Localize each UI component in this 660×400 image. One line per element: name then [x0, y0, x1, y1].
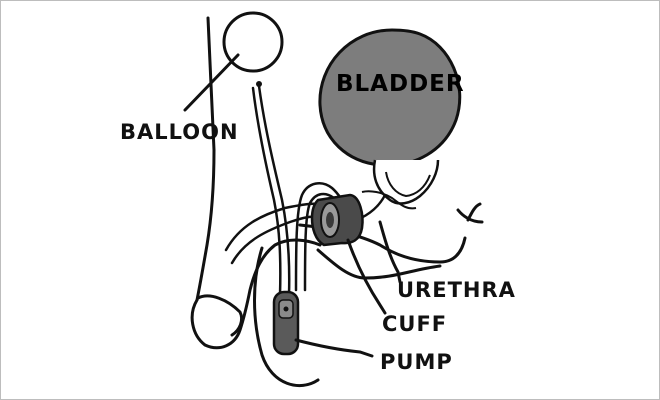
balloon-reservoir	[224, 13, 282, 87]
pump-leader	[296, 340, 372, 356]
balloon-tube-outer	[259, 86, 289, 295]
label-cuff: CUFF	[382, 312, 447, 336]
label-urethra: URETHRA	[397, 278, 516, 302]
glans-outline	[198, 296, 242, 335]
body-front-line	[197, 18, 214, 300]
pump-device	[274, 292, 298, 354]
rectum-tail	[458, 204, 482, 222]
label-pump: PUMP	[380, 350, 453, 374]
cuff-device	[312, 195, 363, 245]
label-balloon: BALLOON	[120, 120, 239, 144]
bladder	[320, 30, 460, 208]
scrotum-right	[318, 250, 440, 278]
label-bladder: BLADDER	[336, 71, 465, 97]
urethra-leader	[380, 222, 400, 282]
